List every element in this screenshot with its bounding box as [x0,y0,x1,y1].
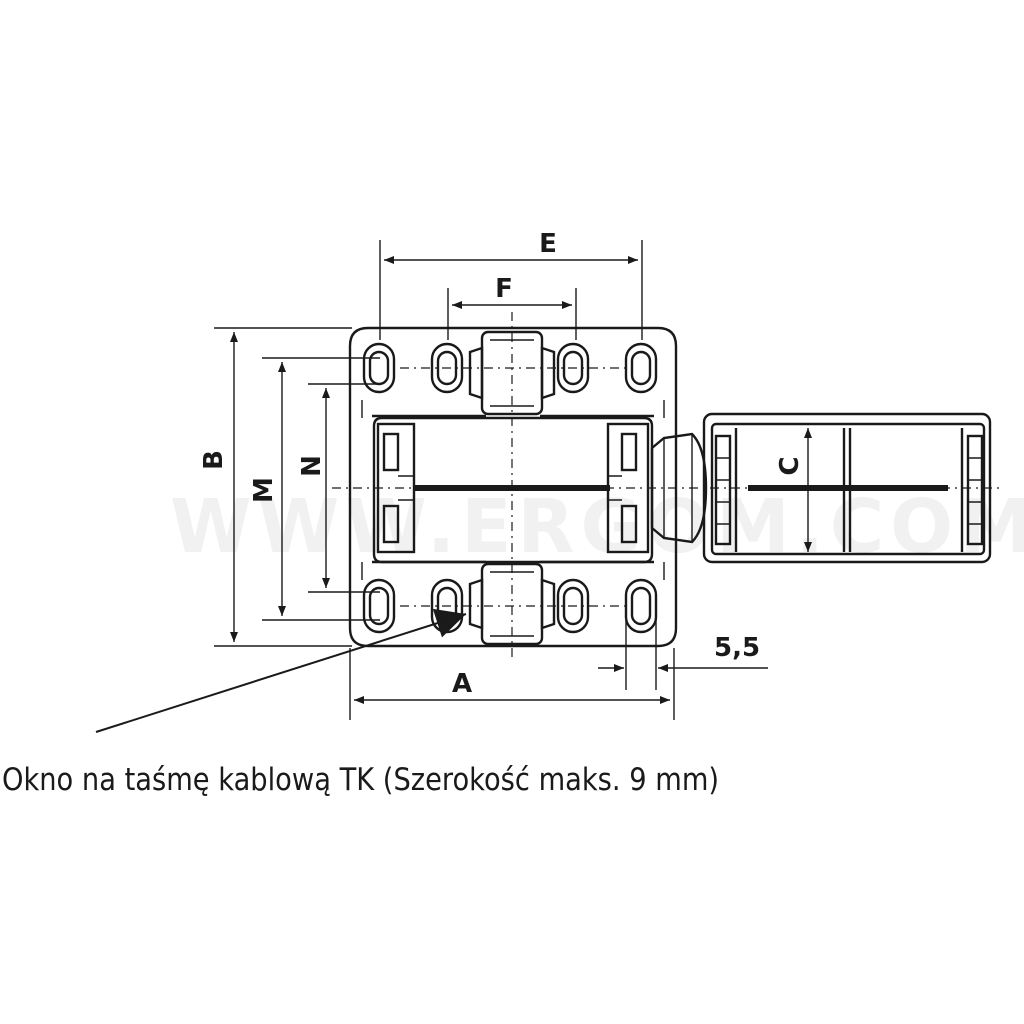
dimension-m: M [249,357,380,621]
leader-line [95,608,467,733]
dimension-c-label: C [775,456,805,475]
dimension-b: B [199,327,352,647]
dimension-f-label: F [495,274,513,304]
side-module [702,412,992,564]
dimension-a: A [349,648,675,720]
dimension-n-label: N [297,455,327,477]
center-lines [332,312,1004,662]
mounting-slots-top [362,342,658,394]
main-body [348,326,678,648]
dimension-slot-width: 5,5 [598,618,768,690]
watermark: WWW.ERGOM.COM [170,484,1024,570]
dimension-a-label: A [452,669,472,699]
dimension-c: C [775,428,812,552]
dimension-slot-width-label: 5,5 [714,633,760,663]
dimension-e-label: E [539,229,557,259]
dimension-m-label: M [249,477,279,503]
dimension-e: E [379,229,643,340]
dimension-f: F [447,274,577,340]
dimension-n: N [297,383,380,593]
dimension-b-label: B [199,450,229,470]
caption: Okno na taśmę kablową TK (Szerokość maks… [2,762,720,798]
